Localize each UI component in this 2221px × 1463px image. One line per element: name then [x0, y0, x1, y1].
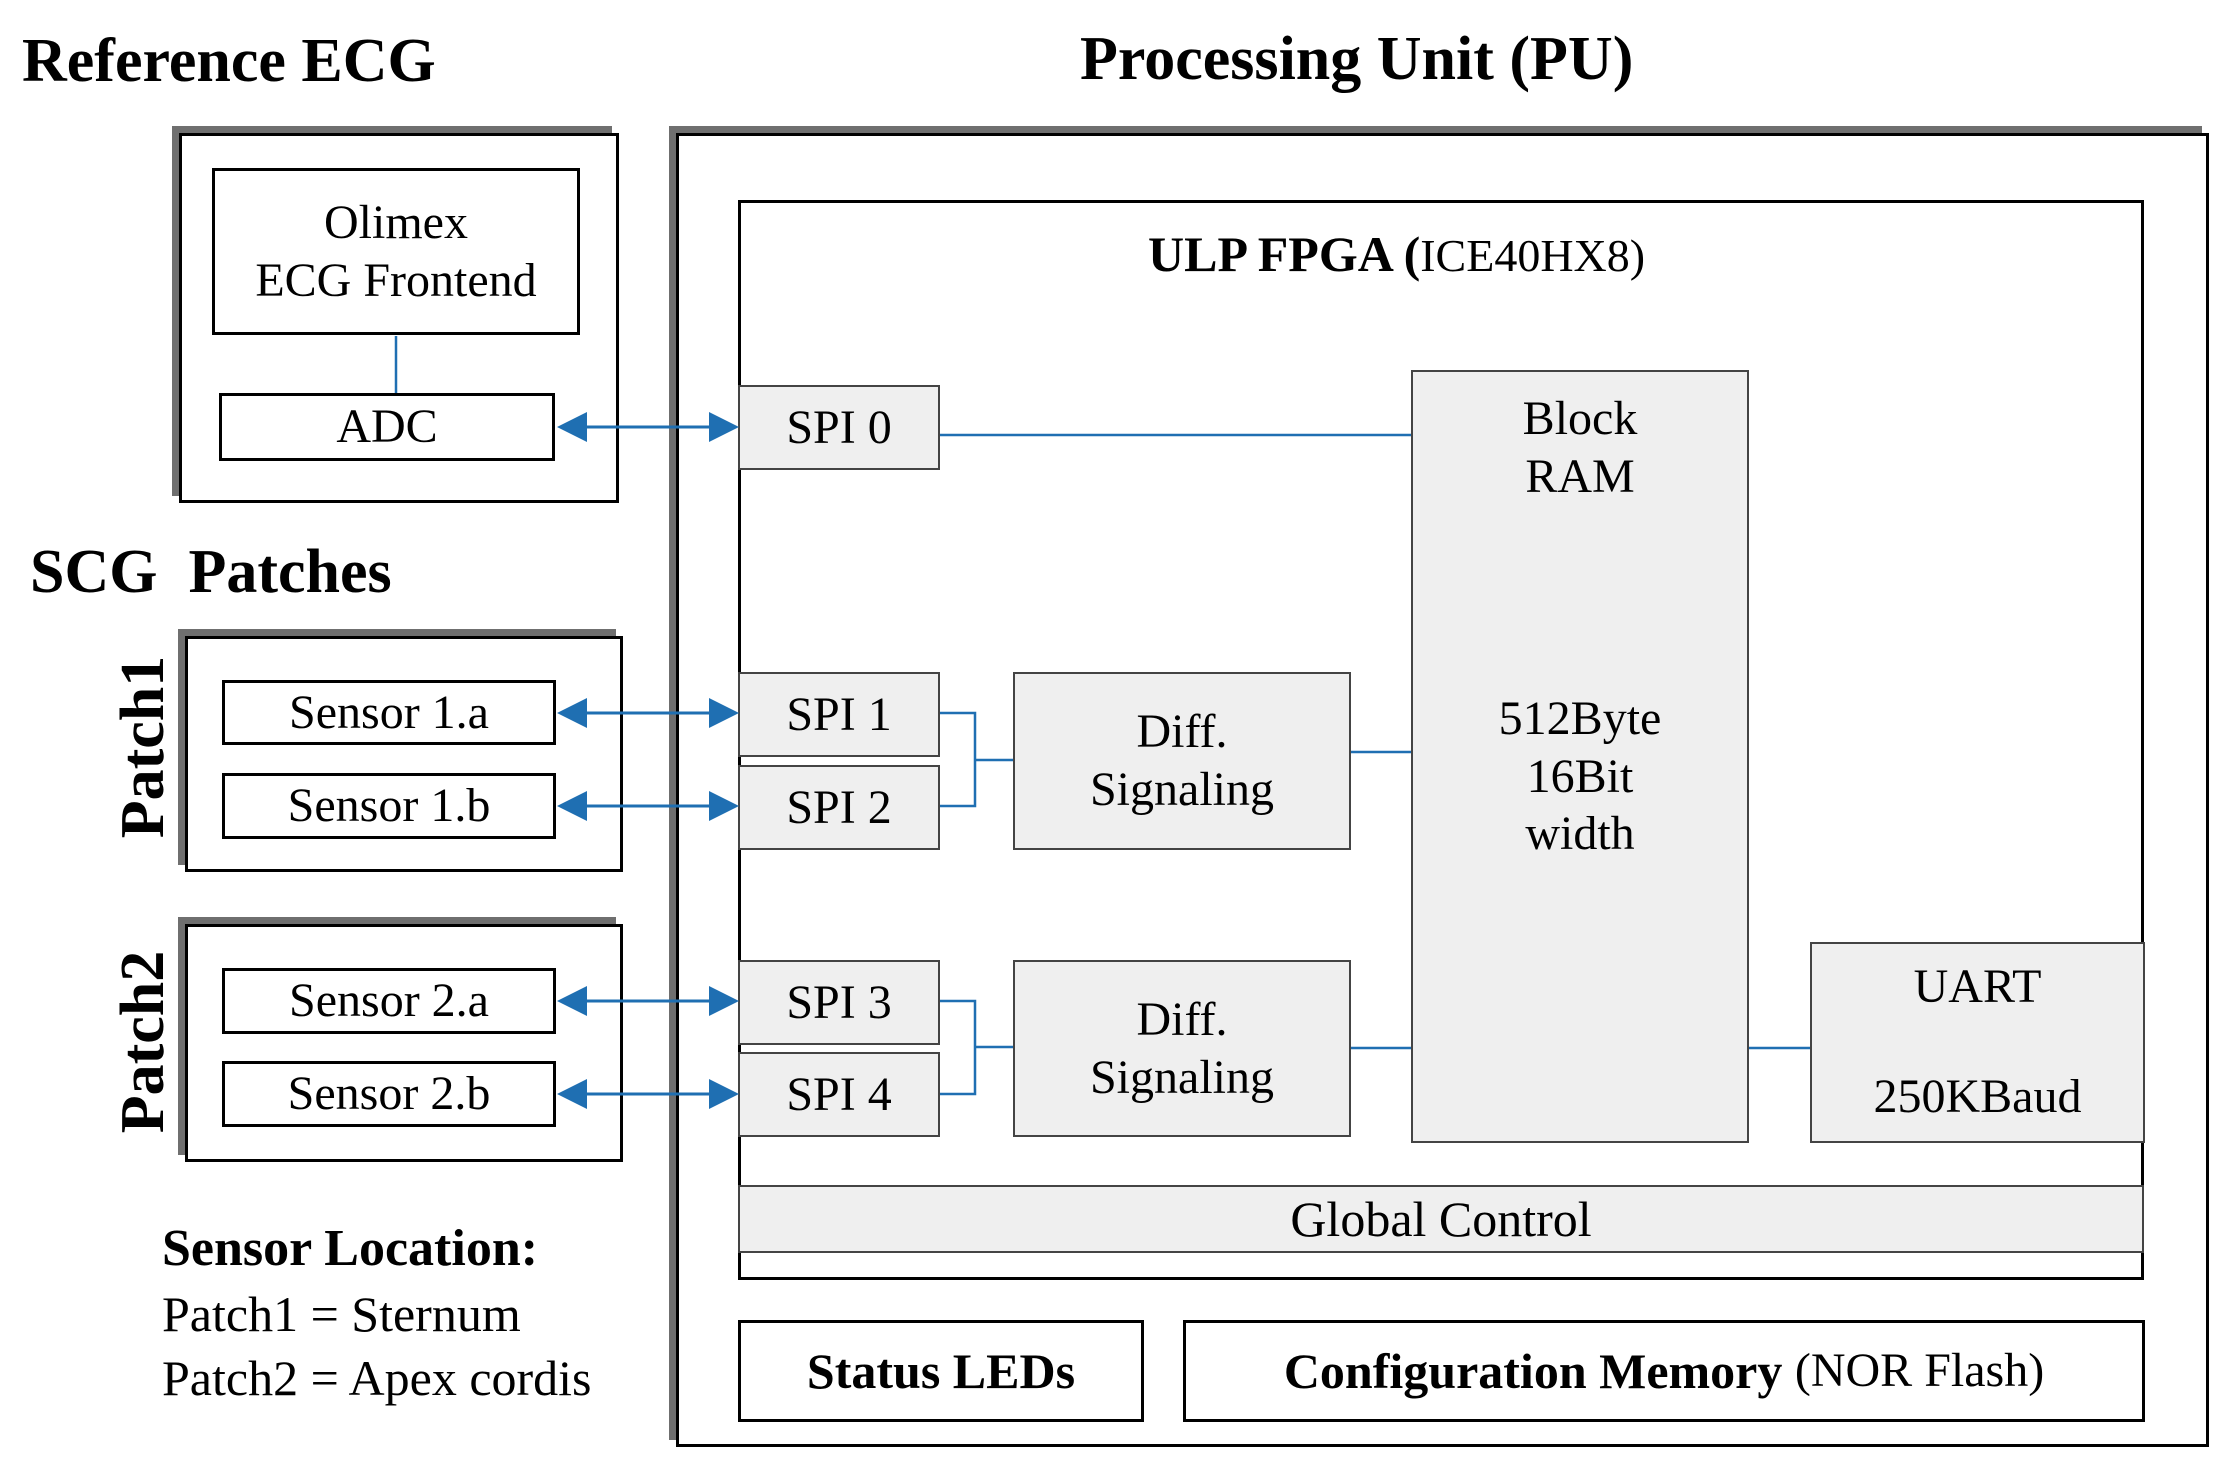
block-ram: Block RAM 512Byte 16Bit width: [1411, 370, 1749, 1143]
scg-patches-title: SCG Patches: [30, 538, 392, 606]
diff-signaling-block-2: Diff. Signaling: [1013, 960, 1351, 1137]
sensor-1a-block: Sensor 1.a: [222, 680, 556, 745]
uart-block: UART 250KBaud: [1810, 942, 2145, 1143]
sensor-location-patch2: Patch2 = Apex cordis: [162, 1350, 592, 1406]
status-leds-block: Status LEDs: [738, 1320, 1144, 1422]
configuration-memory-label: Configuration Memory: [1283, 1343, 1783, 1399]
sensor-2b-block: Sensor 2.b: [222, 1061, 556, 1127]
configuration-memory-block: Configuration Memory (NOR Flash): [1183, 1320, 2145, 1422]
spi2-block: SPI 2: [738, 765, 940, 850]
sensor-location-title: Sensor Location:: [162, 1220, 539, 1277]
sensor-1b-block: Sensor 1.b: [222, 773, 556, 839]
configuration-memory-type: (NOR Flash): [1794, 1344, 2045, 1398]
spi3-block: SPI 3: [738, 960, 940, 1045]
spi1-spi2-diff1-link: [940, 711, 977, 808]
fpga-title: ULP FPGA (ICE40HX8): [1148, 224, 1788, 284]
fpga-model: ICE40HX8): [1420, 230, 1646, 281]
diff-signaling-block-1: Diff. Signaling: [1013, 672, 1351, 850]
block-ram-spec: 512Byte 16Bit width: [1498, 692, 1662, 861]
reference-ecg-title: Reference ECG: [22, 27, 436, 95]
olimex-ecg-frontend-block: Olimex ECG Frontend: [212, 168, 580, 335]
global-control-bar: Global Control: [738, 1185, 2144, 1253]
sensor-location-patch1: Patch1 = Sternum: [162, 1286, 521, 1342]
adc-block: ADC: [219, 393, 555, 461]
uart-baud: 250KBaud: [1873, 1070, 2082, 1123]
uart-title: UART: [1913, 960, 2042, 1013]
fpga-title-label: ULP FPGA (: [1148, 226, 1421, 282]
processing-unit-title: Processing Unit (PU): [1080, 25, 1634, 93]
spi0-block: SPI 0: [738, 385, 940, 470]
spi4-block: SPI 4: [738, 1052, 940, 1137]
spi1-block: SPI 1: [738, 672, 940, 757]
sensor-2a-block: Sensor 2.a: [222, 968, 556, 1034]
spi3-spi4-diff2-link: [940, 999, 977, 1096]
block-ram-title: Block RAM: [1522, 392, 1638, 503]
